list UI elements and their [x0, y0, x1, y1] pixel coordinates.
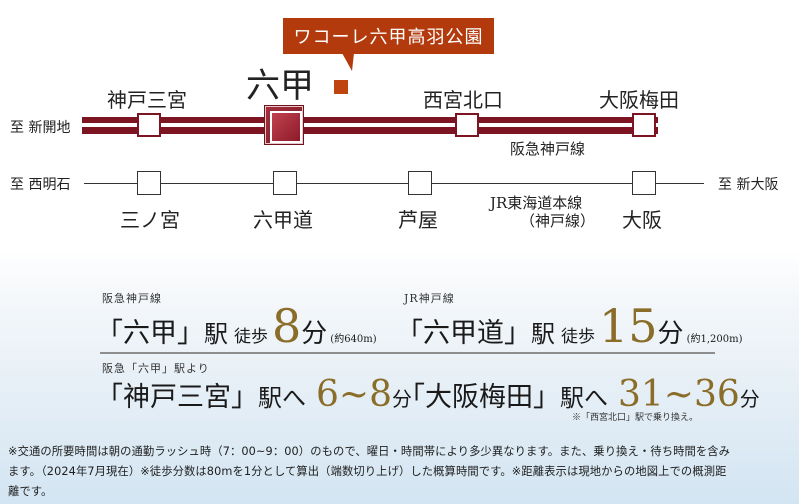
walk-toho: 徒歩: [561, 327, 595, 347]
walk-toho: 徒歩: [234, 327, 268, 347]
train-from-label: 阪急「六甲」駅より: [102, 362, 210, 375]
station-label-ashiya: 芦屋: [398, 208, 438, 232]
station-label-rokko: 六甲: [246, 66, 314, 106]
station-label-sannomiya: 三ノ宮: [120, 208, 180, 232]
train-eki-he: 駅へ: [560, 384, 608, 412]
jr-direction-right: 至 新大阪: [718, 177, 779, 193]
station-label-rokkomichi: 六甲道: [253, 208, 313, 232]
train-minutes-kobe-sannomiya: 6~8: [316, 374, 392, 415]
station-marker-osaka-umeda: [632, 113, 656, 137]
jr-line-label-2: （神戸線）: [520, 212, 596, 230]
footnote-line-1: ※交通の所要時間は朝の通勤ラッシュ時（7：00~9：00）のもので、曜日・時間帯…: [8, 445, 731, 458]
walk-minutes-rokko: 8: [272, 299, 302, 353]
footnote-line-3: 離です。: [8, 485, 53, 498]
train-fun: 分: [391, 387, 412, 411]
jr-line-label-1: JR東海道本線: [490, 194, 583, 212]
hankyu-kobe-line: [82, 117, 658, 134]
walk-minutes-rokkomichi: 15: [599, 299, 658, 353]
walk-eki: 駅: [204, 320, 228, 348]
train-destination-osaka-umeda: 「大阪梅田」: [398, 382, 560, 413]
station-label-kobe-sannomiya: 神戸三宮: [107, 88, 187, 112]
station-label-osaka-umeda: 大阪梅田: [599, 88, 679, 112]
train-access-osaka-umeda: 「大阪梅田」 駅へ 31~36 分: [398, 375, 760, 414]
station-marker-osaka: [632, 171, 656, 195]
footnote-line-2: ます。（2024年7月現在）※徒歩分数は80mを1分として算出（端数切り上げ）し…: [8, 465, 727, 478]
walk-line-hankyu: 阪急神戸線: [102, 292, 162, 305]
property-name: ワコーレ六甲高羽公園: [293, 27, 484, 48]
hankyu-direction-left: 至 新開地: [10, 120, 71, 136]
footnote: ※交通の所要時間は朝の通勤ラッシュ時（7：00~9：00）のもので、曜日・時間帯…: [8, 442, 798, 502]
property-location-marker: [334, 80, 348, 94]
callout-pointer: [342, 53, 354, 71]
transfer-note: ※「西宮北口」駅で乗り換え。: [572, 413, 699, 423]
walk-distance-rokko: (約640m): [330, 334, 377, 345]
hankyu-line-label: 阪急神戸線: [510, 140, 586, 158]
station-label-osaka: 大阪: [622, 208, 662, 232]
train-destination-kobe-sannomiya: 「神戸三宮」: [96, 382, 258, 413]
train-eki-he: 駅へ: [258, 384, 306, 412]
walk-eki: 駅: [531, 320, 555, 348]
walk-station-rokkomichi: 「六甲道」: [396, 318, 531, 349]
jr-direction-left: 至 西明石: [10, 177, 71, 193]
station-marker-kobe-sannomiya: [137, 113, 161, 137]
train-fun: 分: [739, 387, 760, 411]
station-label-nishinomiya-kitaguchi: 西宮北口: [423, 88, 503, 112]
walk-station-rokko: 「六甲」: [96, 318, 204, 349]
station-marker-rokko-highlight: [264, 105, 304, 145]
walk-fun: 分: [657, 319, 684, 349]
walk-distance-rokkomichi: (約1,200m): [686, 334, 743, 345]
walk-access-rokkomichi: 「六甲道」 駅 徒歩 15 分 (約1,200m): [396, 303, 742, 350]
station-marker-ashiya: [408, 171, 432, 195]
property-callout: ワコーレ六甲高羽公園: [283, 18, 494, 54]
walk-fun: 分: [301, 319, 328, 349]
divider: [100, 352, 715, 354]
station-marker-rokkomichi: [273, 171, 297, 195]
walk-access-rokko: 「六甲」 駅 徒歩 8 分 (約640m): [96, 303, 377, 350]
jr-kobe-line: [84, 183, 704, 184]
station-marker-sannomiya: [137, 171, 161, 195]
station-marker-nishinomiya-kitaguchi: [455, 113, 479, 137]
train-access-kobe-sannomiya: 「神戸三宮」 駅へ 6~8 分: [96, 375, 412, 414]
train-minutes-osaka-umeda: 31~36: [618, 374, 740, 415]
walk-line-jr: JR神戸線: [404, 292, 455, 305]
